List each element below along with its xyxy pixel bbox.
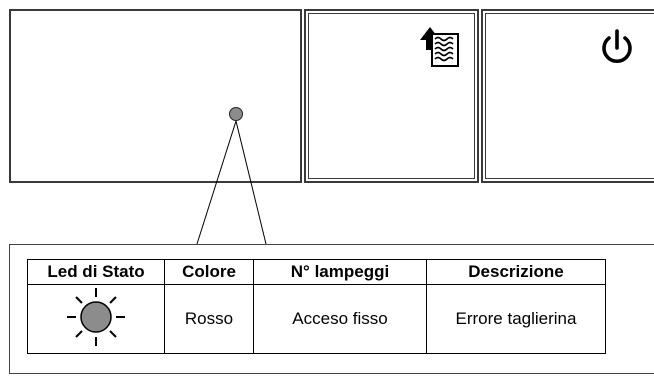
led-status-table: Led di Stato Colore N° lampeggi Descrizi… (27, 259, 606, 354)
middle-panel-inner-frame (308, 13, 475, 179)
device-left-panel (9, 9, 302, 183)
colore-cell: Rosso (164, 284, 254, 354)
right-panel-inner-frame (485, 13, 654, 179)
header-colore: Colore (164, 259, 254, 285)
header-lampeggi: N° lampeggi (253, 259, 427, 285)
table-row: Rosso Acceso fisso Errore taglierina (27, 284, 606, 354)
led-cell (27, 284, 165, 354)
descrizione-cell: Errore taglierina (426, 284, 606, 354)
power-icon[interactable] (598, 28, 636, 73)
header-led-di-stato: Led di Stato (27, 259, 165, 285)
table-header-row: Led di Stato Colore N° lampeggi Descrizi… (27, 259, 606, 285)
water-level-up-icon[interactable] (418, 24, 462, 73)
status-led (229, 107, 243, 121)
led-glowing-icon (61, 286, 131, 353)
lampeggi-cell: Acceso fisso (253, 284, 427, 354)
header-descrizione: Descrizione (426, 259, 606, 285)
